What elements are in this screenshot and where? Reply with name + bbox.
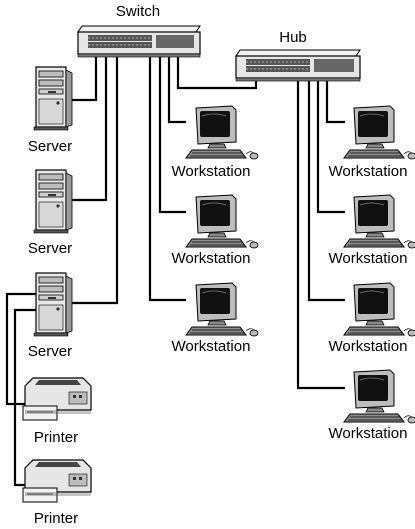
cable-switch-server-2 (71, 55, 108, 202)
workstation-switch-2 (185, 194, 259, 249)
cable-switch-workstation-1 (167, 55, 186, 124)
server-2 (33, 169, 73, 234)
workstation-hub-4 (343, 369, 415, 424)
workstation-switch-3-label: Workstation (172, 338, 251, 355)
workstation-hub-2 (343, 194, 415, 249)
workstation-hub-1-label: Workstation (329, 163, 408, 180)
cable-switch-hub (176, 55, 258, 90)
server-1 (33, 66, 73, 131)
printer-1-label: Printer (34, 429, 78, 446)
hub-label: Hub (279, 29, 307, 46)
cable-hub-workstation-2 (316, 81, 345, 214)
workstation-hub-3 (343, 282, 415, 337)
cable-hub-workstation-4 (296, 81, 345, 390)
network-cables (5, 55, 345, 487)
printer-1 (22, 377, 92, 421)
workstation-switch-1-label: Workstation (172, 163, 251, 180)
workstation-hub-2-label: Workstation (329, 250, 408, 267)
printer-2-label: Printer (34, 510, 78, 527)
cable-hub-workstation-1 (325, 81, 345, 124)
workstation-switch-1 (185, 105, 259, 160)
server-2-label: Server (28, 240, 72, 257)
workstation-hub-1 (343, 105, 415, 160)
cable-switch-server-1 (71, 55, 98, 102)
server-1-label: Server (28, 138, 72, 155)
workstation-hub-3-label: Workstation (329, 338, 408, 355)
cable-switch-workstation-3 (148, 55, 186, 302)
hub-device (235, 49, 361, 82)
cable-switch-server-3 (71, 55, 119, 305)
switch-device (77, 25, 201, 58)
cable-hub-workstation-3 (307, 81, 345, 302)
workstation-hub-4-label: Workstation (329, 425, 408, 442)
printer-2 (22, 459, 92, 503)
cable-switch-workstation-2 (158, 55, 186, 214)
switch-label: Switch (116, 3, 160, 20)
workstation-switch-2-label: Workstation (172, 250, 251, 267)
server-3-label: Server (28, 343, 72, 360)
workstation-switch-3 (185, 282, 259, 337)
server-3 (33, 272, 73, 337)
